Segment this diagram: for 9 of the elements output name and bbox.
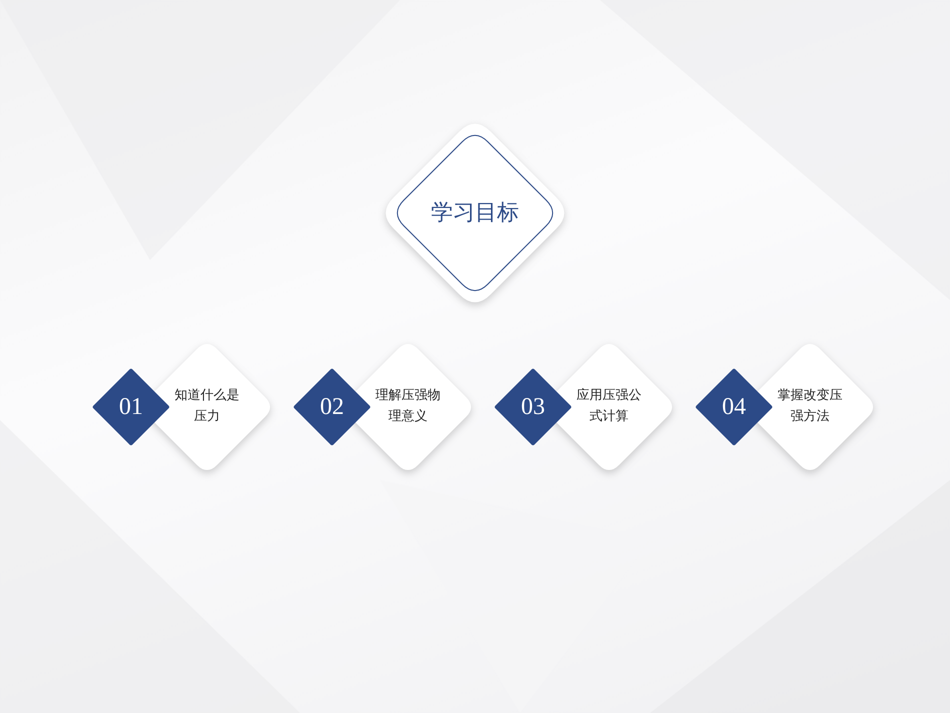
- step-number: 02: [319, 392, 345, 422]
- step-number: 04: [721, 392, 747, 422]
- title-text: 学习目标: [430, 199, 520, 228]
- step-text: 应用压强公式计算: [576, 387, 642, 426]
- step-number: 03: [520, 392, 546, 422]
- step-text: 理解压强物理意义: [374, 387, 442, 426]
- step-text: 知道什么是压力: [174, 387, 240, 426]
- step-number: 01: [118, 392, 144, 422]
- step-text: 掌握改变压强方法: [776, 387, 844, 426]
